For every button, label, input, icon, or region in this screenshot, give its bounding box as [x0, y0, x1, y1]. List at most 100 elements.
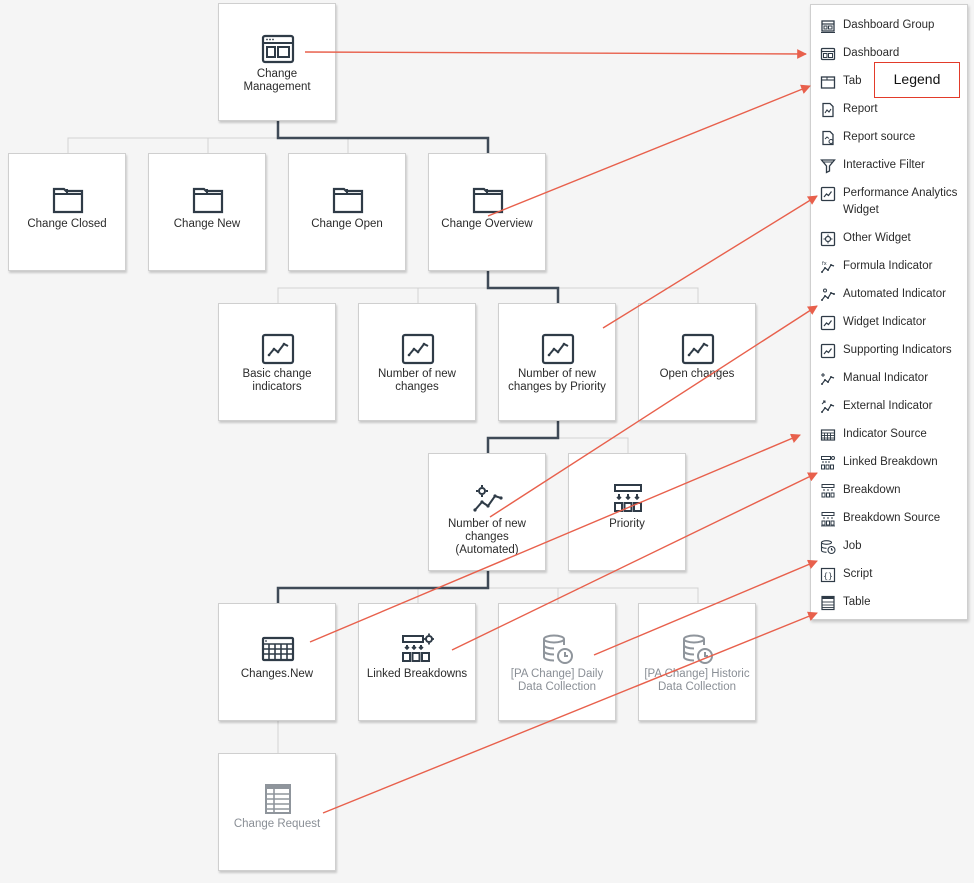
job-icon [820, 539, 836, 555]
breakdown-source-icon [820, 511, 836, 527]
trend-chart-icon [400, 332, 436, 366]
widget-indicator-icon [820, 315, 836, 331]
trend-chart-icon [540, 332, 576, 366]
job-icon [540, 632, 576, 666]
folder-tab-icon [470, 182, 506, 216]
connector-inactive [277, 287, 699, 303]
breakdown-icon [610, 482, 646, 516]
table-icon [260, 782, 296, 816]
node-label: Change Request [233, 818, 321, 830]
node-label: Basic change indicators [242, 368, 312, 393]
node-label: Priority [609, 518, 645, 530]
report-source-icon [820, 130, 836, 146]
supporting-indicators-icon [820, 343, 836, 359]
connector-inactive [278, 587, 699, 603]
node-label: Change Open [311, 218, 383, 230]
external-indicator-icon [820, 399, 836, 415]
svg-text:{}: {} [823, 572, 833, 581]
node-label: Linked Breakdowns [366, 668, 468, 680]
node-number-of-new-changes-automated[interactable]: Number of new changes (Automated) [428, 453, 546, 571]
linked-breakdown-icon [820, 455, 836, 471]
node-pa-change-daily[interactable]: [PA Change] Daily Data Collection [498, 603, 616, 721]
node-label: Number of new changes by Priority [508, 368, 606, 393]
legend-item-label: External Indicator [843, 400, 933, 412]
node-label: Change Management [243, 68, 311, 93]
script-icon: {} [820, 567, 836, 583]
legend-item-label: Linked Breakdown [843, 456, 938, 468]
other-widget-icon [820, 231, 836, 247]
table-icon [820, 595, 836, 611]
legend-item-label: Table [843, 596, 871, 608]
tab-icon [820, 74, 836, 90]
node-number-of-new-changes-by-priority[interactable]: Number of new changes by Priority [498, 303, 616, 421]
node-change-request[interactable]: Change Request [218, 753, 336, 871]
legend-item-label: Widget Indicator [843, 316, 927, 328]
node-changes-new[interactable]: Changes.New [218, 603, 336, 721]
node-label: Change Overview [441, 218, 533, 230]
legend-item-label: Formula Indicator [843, 260, 933, 272]
legend-item-label: Other Widget [843, 232, 911, 244]
node-change-open[interactable]: Change Open [288, 153, 406, 271]
automated-indicator-icon [470, 482, 506, 516]
node-label: Open changes [659, 368, 735, 380]
legend-item-label: Report [843, 103, 878, 115]
legend-item-label: Indicator Source [843, 428, 927, 440]
node-label: Change New [173, 218, 241, 230]
node-change-management[interactable]: Change Management [218, 3, 336, 121]
legend-item-label: Tab [843, 75, 862, 87]
connector-active [486, 271, 560, 303]
job-icon [680, 632, 716, 666]
legend-item-label: Performance Analytics Widget [843, 187, 958, 216]
connector-inactive [67, 137, 488, 153]
node-number-of-new-changes[interactable]: Number of new changes [358, 303, 476, 421]
indicator-source-icon [820, 427, 836, 443]
connector-active [276, 571, 490, 603]
node-change-overview[interactable]: Change Overview [428, 153, 546, 271]
manual-indicator-icon [820, 371, 836, 387]
dashboard-icon [820, 46, 836, 62]
folder-tab-icon [190, 182, 226, 216]
dashboard-group-icon [820, 18, 836, 34]
linked-breakdown-icon [400, 632, 436, 666]
node-open-changes[interactable]: Open changes [638, 303, 756, 421]
legend-item-label: Dashboard Group [843, 19, 935, 31]
formula-indicator-icon: fx [820, 259, 836, 275]
folder-tab-icon [330, 182, 366, 216]
node-pa-change-historic[interactable]: [PA Change] Historic Data Collection [638, 603, 756, 721]
legend-item-label: Automated Indicator [843, 288, 946, 300]
pa-widget-icon [820, 186, 836, 202]
node-label: Number of new changes (Automated) [448, 518, 526, 556]
trend-chart-icon [680, 332, 716, 366]
node-label: Change Closed [27, 218, 107, 230]
folder-tab-icon [50, 182, 86, 216]
legend-item-label: Report source [843, 131, 916, 143]
indicator-source-icon [260, 632, 296, 666]
automated-indicator-icon [820, 287, 836, 303]
legend-item-label: Job [843, 540, 862, 552]
connector-active [276, 121, 490, 153]
connector-active [486, 421, 560, 453]
legend-item-label: Script [843, 568, 873, 580]
breakdown-icon [820, 483, 836, 499]
svg-text:fx: fx [822, 261, 827, 267]
legend-item-label: Dashboard [843, 47, 900, 59]
legend-item-label: Breakdown Source [843, 512, 941, 524]
node-label: [PA Change] Historic Data Collection [644, 668, 750, 693]
node-change-closed[interactable]: Change Closed [8, 153, 126, 271]
node-linked-breakdowns[interactable]: Linked Breakdowns [358, 603, 476, 721]
node-label: Changes.New [240, 668, 314, 680]
legend-panel: Dashboard Group Dashboard Tab Report Rep… [810, 4, 968, 620]
node-basic-change-indicators[interactable]: Basic change indicators [218, 303, 336, 421]
legend-item-label: Manual Indicator [843, 372, 929, 384]
node-label: Number of new changes [378, 368, 456, 393]
legend-item-label: Supporting Indicators [843, 344, 952, 356]
legend-item-label: Interactive Filter [843, 159, 925, 171]
connector-inactive [488, 437, 629, 453]
node-priority[interactable]: Priority [568, 453, 686, 571]
node-change-new[interactable]: Change New [148, 153, 266, 271]
node-label: [PA Change] Daily Data Collection [510, 668, 604, 693]
filter-icon [820, 158, 836, 174]
trend-chart-icon [260, 332, 296, 366]
legend-item-label: Breakdown [843, 484, 901, 496]
dashboard-icon [260, 32, 296, 66]
